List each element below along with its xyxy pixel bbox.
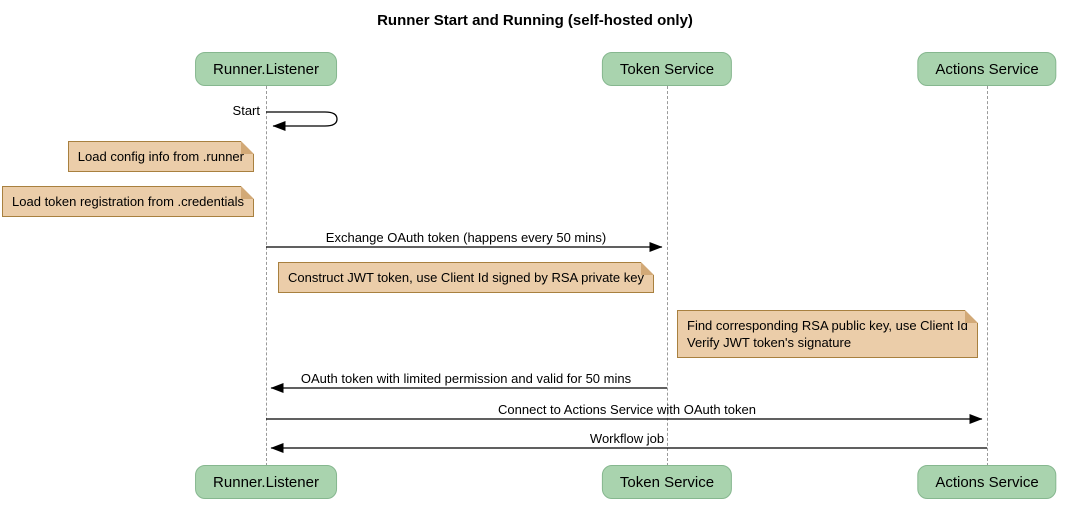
participant-label: Runner.Listener [213, 60, 319, 78]
message-label-workflow-job: Workflow job [589, 431, 665, 446]
message-label-connect-actions: Connect to Actions Service with OAuth to… [498, 402, 756, 417]
note-text-line: Find corresponding RSA public key, use C… [687, 318, 968, 333]
note-text-line: Verify JWT token's signature [687, 335, 852, 350]
note-text: Load config info from .runner [77, 149, 244, 164]
message-label-exchange-oauth: Exchange OAuth token (happens every 50 m… [325, 230, 607, 245]
message-label-start: Start [232, 103, 260, 118]
participant-actions-service-top: Actions Service [917, 52, 1057, 86]
participant-label: Runner.Listener [213, 473, 319, 491]
participant-label: Token Service [619, 60, 715, 78]
participant-runner-listener-bottom: Runner.Listener [195, 465, 337, 499]
participant-runner-listener-top: Runner.Listener [195, 52, 337, 86]
participant-label: Actions Service [935, 60, 1039, 78]
note-load-config: Load config info from .runner [67, 141, 255, 172]
message-label-oauth-response: OAuth token with limited permission and … [300, 371, 632, 386]
participant-actions-service-bottom: Actions Service [917, 465, 1057, 499]
note-text: Construct JWT token, use Client Id signe… [288, 270, 644, 285]
participant-token-service-bottom: Token Service [601, 465, 733, 499]
participant-label: Actions Service [935, 473, 1039, 491]
participant-token-service-top: Token Service [601, 52, 733, 86]
note-verify-jwt: Find corresponding RSA public key, use C… [677, 310, 978, 358]
participant-label: Token Service [619, 473, 715, 491]
lifeline-token-service [667, 86, 668, 466]
self-message-arrow-start [266, 111, 338, 131]
diagram-title: Runner Start and Running (self-hosted on… [377, 12, 693, 29]
note-load-token-registration: Load token registration from .credential… [2, 186, 254, 217]
lifeline-runner-listener [266, 86, 267, 466]
note-construct-jwt: Construct JWT token, use Client Id signe… [278, 262, 654, 293]
note-text: Load token registration from .credential… [12, 194, 244, 209]
lifeline-actions-service [987, 86, 988, 466]
